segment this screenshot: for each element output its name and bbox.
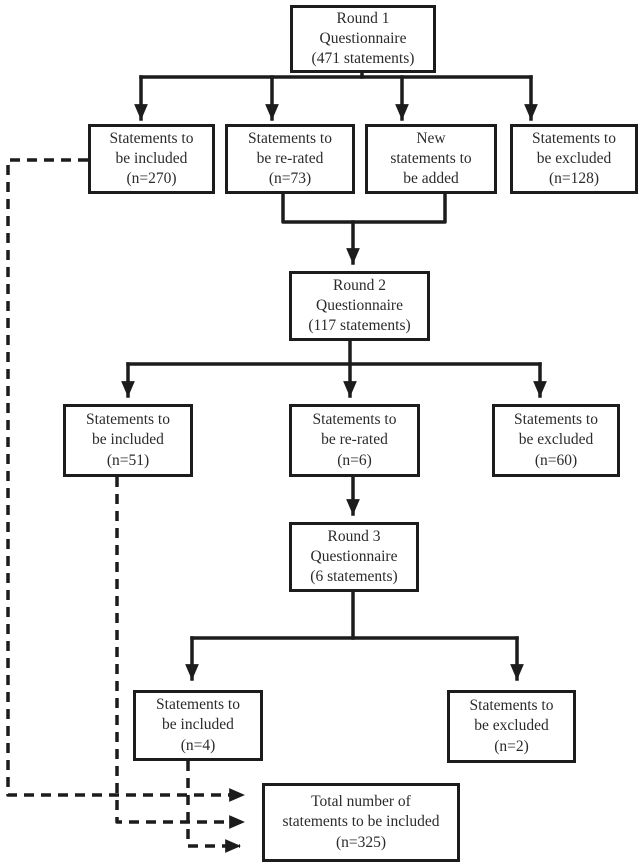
node-round1-new-statements-added: New statements to be added: [365, 124, 497, 194]
node-round2-statements-excluded: Statements to be excluded (n=60): [492, 404, 620, 477]
node-round1-statements-rerated: Statements to be re-rated (n=73): [225, 124, 355, 194]
node-round1-statements-excluded: Statements to be excluded (n=128): [510, 124, 638, 194]
node-round1-statements-included: Statements to be included (n=270): [88, 124, 215, 194]
dashed-arrow-n4-to-total: [186, 761, 242, 853]
dashed-arrow-n270-to-total: [6, 158, 246, 802]
arrow-round3-to-row3: [185, 590, 524, 681]
arrow-round1-to-row1: [134, 71, 538, 121]
node-total-statements-included: Total number of statements to be include…: [262, 783, 460, 862]
arrow-row1-to-round2: [281, 192, 447, 265]
node-round2-statements-included: Statements to be included (n=51): [63, 404, 193, 477]
node-round3-statements-excluded: Statements to be excluded (n=2): [447, 690, 576, 763]
node-round-1-questionnaire: Round 1 Questionnaire (471 statements): [290, 5, 436, 73]
node-round2-statements-rerated: Statements to be re-rated (n=6): [289, 404, 420, 477]
node-round3-statements-included: Statements to be included (n=4): [133, 690, 263, 761]
node-round-3-questionnaire: Round 3 Questionnaire (6 statements): [289, 522, 419, 592]
arrow-round2-to-row2: [121, 339, 547, 398]
node-round-2-questionnaire: Round 2 Questionnaire (117 statements): [289, 271, 430, 341]
dashed-arrow-n51-to-total: [115, 477, 246, 829]
